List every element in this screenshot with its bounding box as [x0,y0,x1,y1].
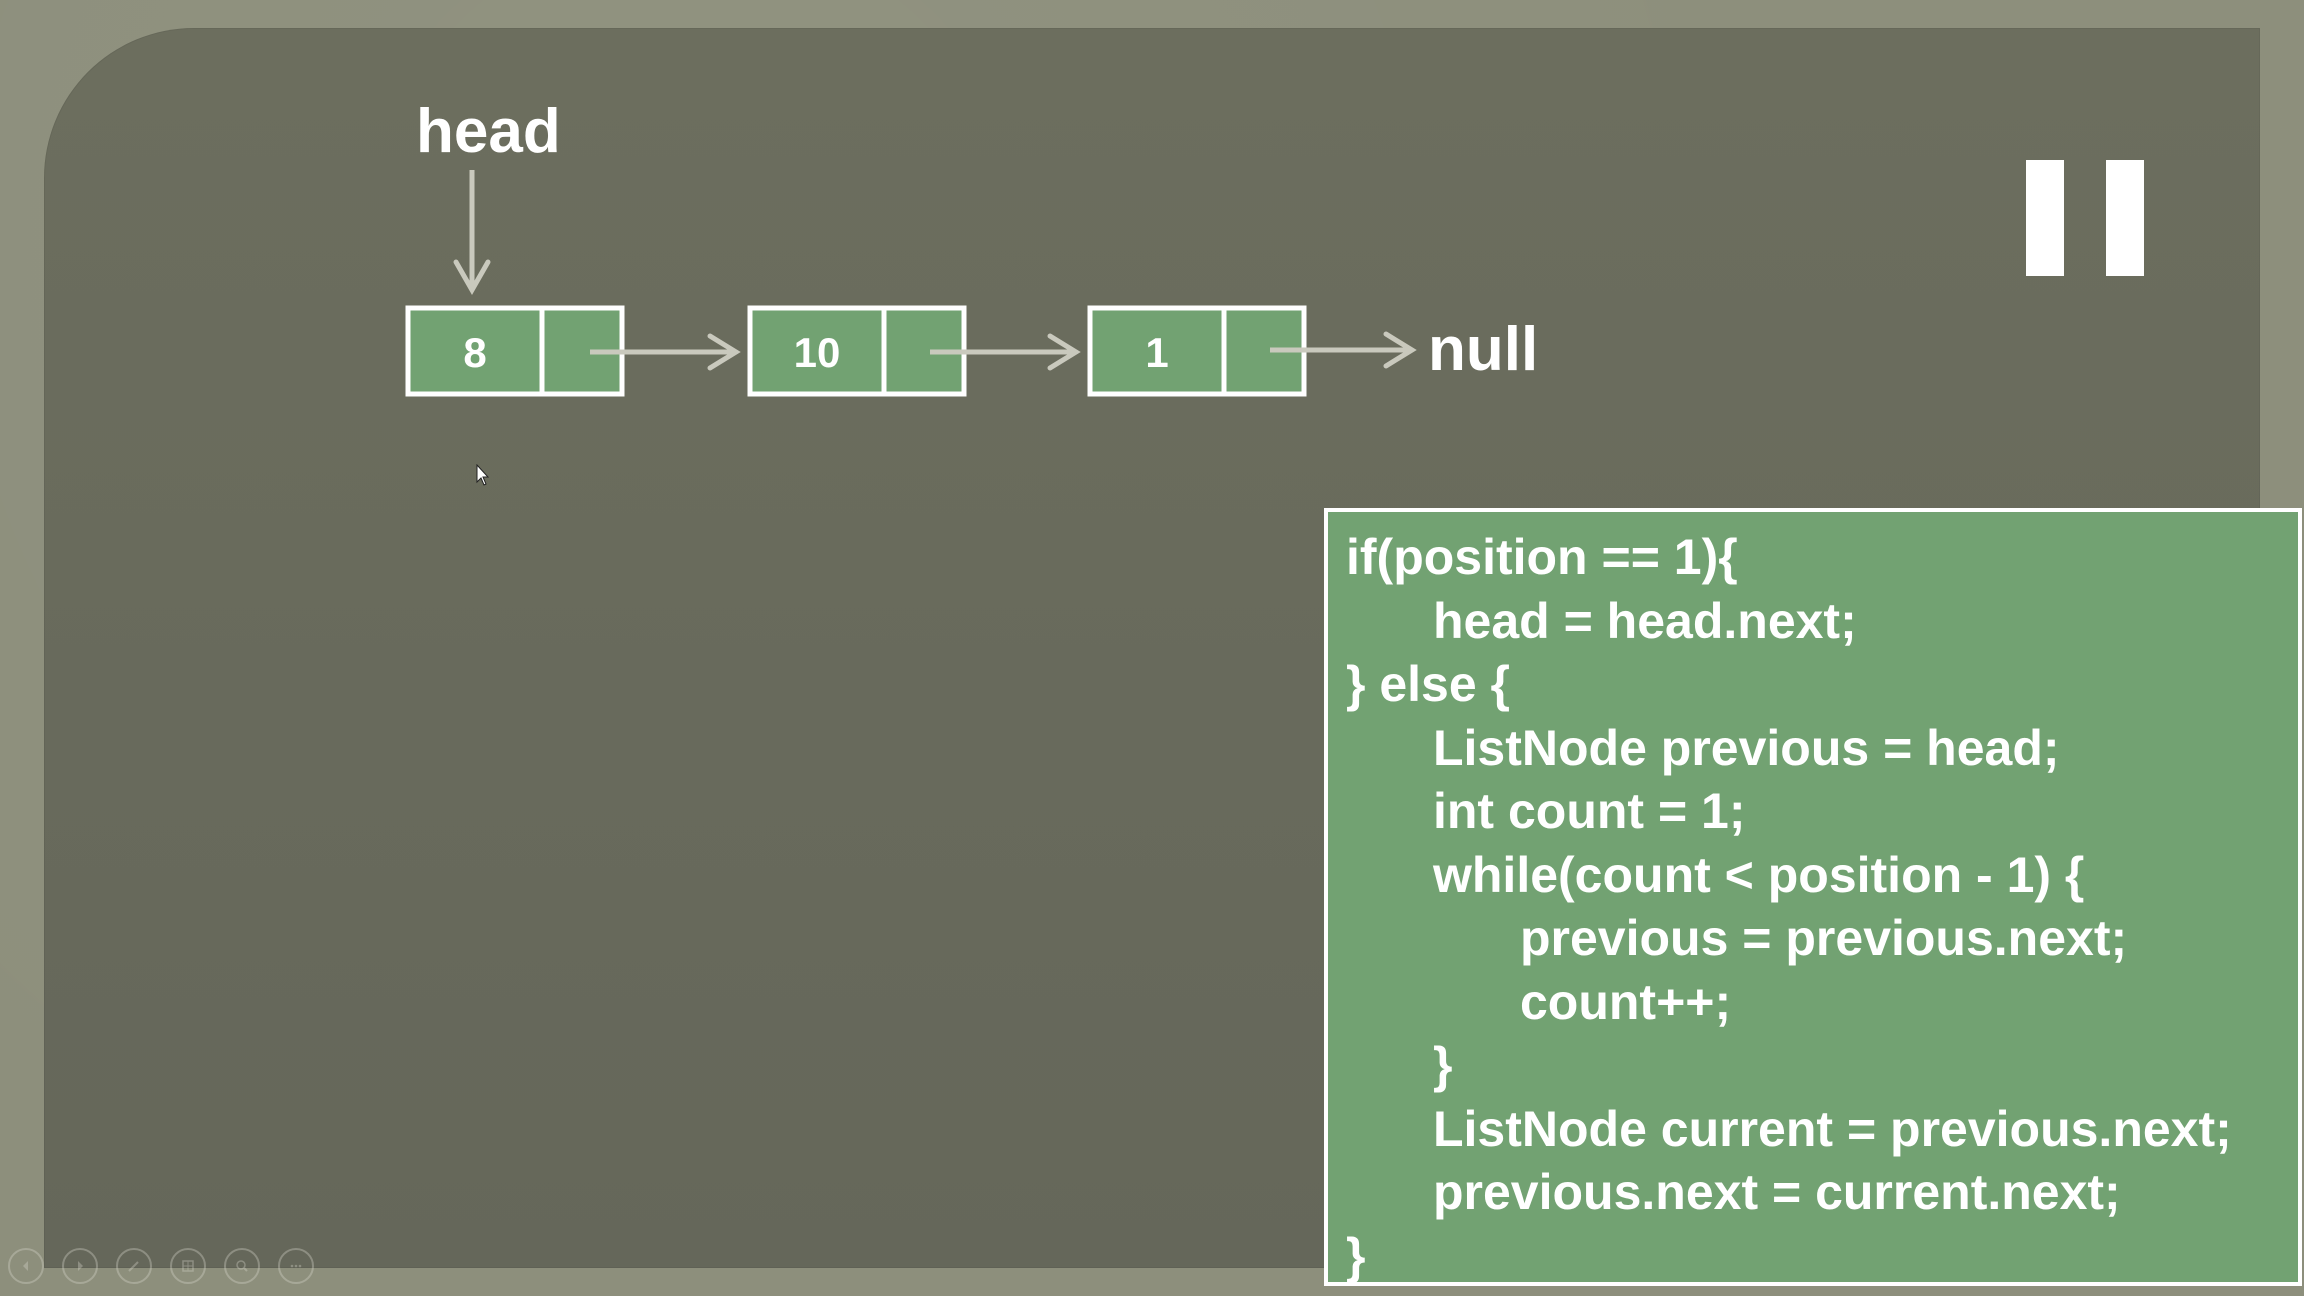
code-line: } [1433,1037,1453,1093]
pause-bar-right [2106,160,2144,276]
pause-bar-left [2026,160,2064,276]
head-pointer-arrowhead [453,259,491,296]
code-line: count++; [1520,973,1732,1030]
next-pointer-arrowhead [1047,333,1081,371]
next-pointer-arrowhead [707,333,741,371]
next-pointer-arrowhead [1383,331,1417,369]
slideshow-toolbar [8,1248,314,1284]
node-value: 8 [463,329,486,376]
node-value: 10 [794,329,841,376]
code-line: previous.next = current.next; [1433,1164,2121,1220]
code-line: previous = previous.next; [1520,910,2128,966]
code-panel: if(position == 1){ head = head.next; } e… [1324,508,2302,1286]
code-line: head = head.next; [1433,592,1857,649]
head-label: head [416,97,561,166]
next-slide-icon[interactable] [62,1248,98,1284]
previous-slide-icon[interactable] [8,1248,44,1284]
node-value: 1 [1145,329,1168,376]
more-options-icon[interactable] [278,1248,314,1284]
node-data-cell [1087,305,1227,397]
code-line: if(position == 1){ [1346,529,1738,585]
pause-icon [2026,160,2144,276]
list-node: 8 [405,305,625,397]
node-data-cell [405,305,545,397]
pen-icon[interactable] [116,1248,152,1284]
code-line: ListNode current = previous.next; [1433,1100,2232,1157]
code-line: while(count < position - 1) { [1433,846,2085,903]
zoom-icon[interactable] [224,1248,260,1284]
null-label: null [1428,315,1538,384]
code-line: } else { [1346,656,1511,712]
slides-grid-icon[interactable] [170,1248,206,1284]
mouse-cursor-icon [476,464,490,486]
code-line: int count = 1; [1433,783,1746,839]
code-block: if(position == 1){ head = head.next; } e… [1346,526,2232,1284]
list-node: 10 [747,305,967,397]
node-data-cell [747,305,887,397]
code-line: } [1346,1227,1366,1284]
code-line: ListNode previous = head; [1433,719,2060,776]
